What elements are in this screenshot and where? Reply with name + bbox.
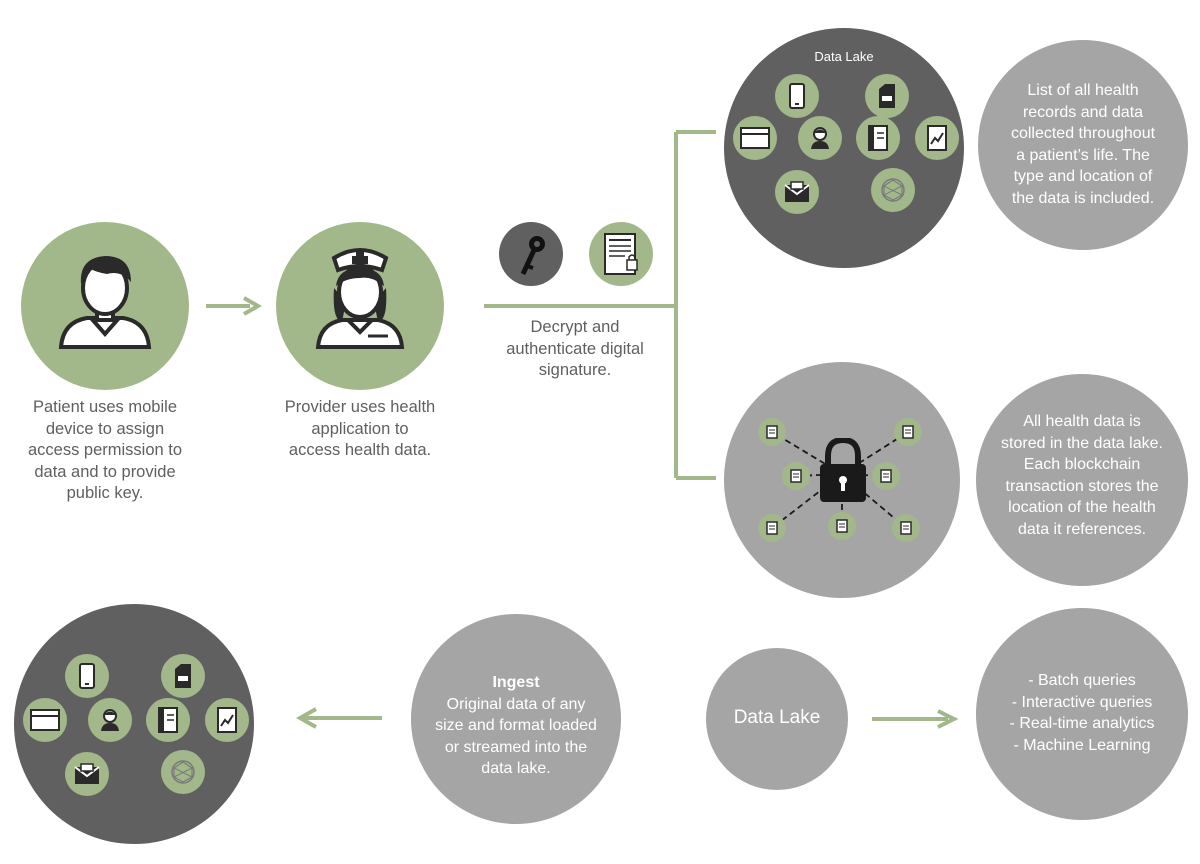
notebook-icon [856, 116, 900, 160]
decrypt-caption: Decrypt and authenticate digital signatu… [506, 318, 644, 379]
query-item: - Interactive queries [1011, 693, 1153, 711]
patient-circle [21, 222, 189, 390]
data-lake-title: Data Lake [814, 49, 874, 64]
browser-icon [733, 116, 777, 160]
mail-icon [65, 752, 109, 796]
data-lake-circle: Data Lake [706, 648, 848, 790]
signed-document-icon [604, 233, 638, 275]
ledger-doc-icon [892, 514, 920, 542]
file-icon [161, 654, 205, 698]
mobile-icon [65, 654, 109, 698]
ledger-doc-icon [828, 512, 856, 540]
arrow-lake-to-queries [872, 709, 959, 729]
mail-icon [775, 170, 819, 214]
ingest-text: Ingest Original data of any size and for… [416, 672, 616, 780]
data-lake-label: Data Lake [733, 707, 821, 728]
storage-info-circle: All health data is stored in the data la… [976, 374, 1188, 586]
arrow-ingest-to-lake [296, 707, 382, 729]
doctor-icon [88, 698, 132, 742]
ledger-doc-icon [758, 514, 786, 542]
ingest-title: Ingest [492, 674, 540, 691]
ingest-circle: Ingest Original data of any size and for… [411, 614, 621, 824]
query-item: - Real-time analytics [1009, 715, 1155, 732]
data-lake-contents-circle [14, 604, 254, 844]
network-globe-icon [161, 750, 205, 794]
storage-info-text: All health data is stored in the data la… [1001, 413, 1163, 538]
branch-connector [484, 130, 716, 480]
blockchain-lock-circle [724, 362, 960, 598]
ledger-doc-icon [872, 462, 900, 490]
ledger-doc-icon [894, 418, 922, 446]
patient-caption: Patient uses mobile device to assign acc… [27, 398, 183, 502]
key-icon [520, 236, 545, 276]
certificate-circle [589, 222, 653, 286]
arrow-patient-to-provider [206, 296, 262, 316]
query-item: - Machine Learning [1013, 736, 1151, 754]
chart-document-icon [915, 116, 959, 160]
nurse-icon [315, 248, 405, 349]
queries-circle: - Batch queries - Interactive queries - … [976, 608, 1188, 820]
padlock-icon [820, 438, 866, 502]
chart-document-icon [205, 698, 249, 742]
provider-caption: Provider uses health application to acce… [284, 398, 436, 459]
file-icon [865, 74, 909, 118]
ledger-doc-icon [758, 418, 786, 446]
records-info-text: List of all health records and data coll… [1010, 82, 1156, 207]
patient-icon [58, 256, 152, 349]
mobile-icon [775, 74, 819, 118]
query-item: - Batch queries [1028, 672, 1136, 689]
doctor-icon [798, 116, 842, 160]
provider-circle [276, 222, 444, 390]
data-lake-records-circle: Data Lake [724, 28, 964, 268]
notebook-icon [146, 698, 190, 742]
network-globe-icon [871, 168, 915, 212]
ledger-doc-icon [782, 462, 810, 490]
queries-list: - Batch queries - Interactive queries - … [982, 670, 1182, 756]
key-circle [499, 222, 563, 286]
browser-icon [23, 698, 67, 742]
records-info-circle: List of all health records and data coll… [978, 40, 1188, 250]
